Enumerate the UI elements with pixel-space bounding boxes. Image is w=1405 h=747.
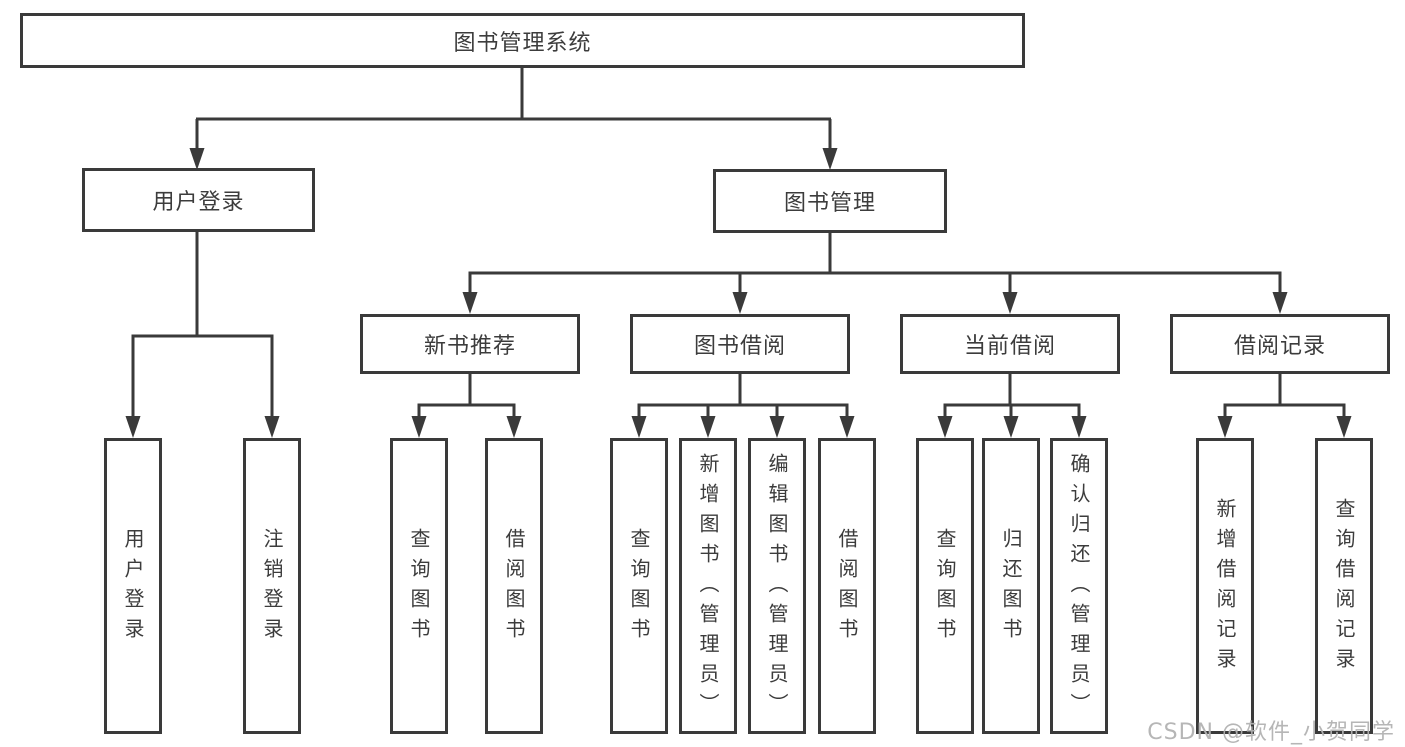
node-current-borrowing: 当前借阅 xyxy=(900,314,1120,374)
node-leaf-query-books-current: 查询图书 xyxy=(916,438,974,734)
node-library-management-system: 图书管理系统 xyxy=(20,13,1025,68)
node-leaf-add-book-admin: 新增图书（管理员） xyxy=(679,438,737,734)
csdn-watermark: CSDN @软件_小贺同学 xyxy=(1147,720,1395,745)
node-leaf-user-login: 用户登录 xyxy=(104,438,162,734)
node-leaf-query-books-borrowing: 查询图书 xyxy=(610,438,668,734)
node-book-borrowing: 图书借阅 xyxy=(630,314,850,374)
node-leaf-return-book: 归还图书 xyxy=(982,438,1040,734)
node-borrowing-records: 借阅记录 xyxy=(1170,314,1390,374)
node-leaf-logout: 注销登录 xyxy=(243,438,301,734)
node-leaf-add-borrow-record: 新增借阅记录 xyxy=(1196,438,1254,734)
node-leaf-query-borrow-record: 查询借阅记录 xyxy=(1315,438,1373,734)
node-new-book-recommendation: 新书推荐 xyxy=(360,314,580,374)
node-leaf-confirm-return-admin: 确认归还（管理员） xyxy=(1050,438,1108,734)
node-book-management-branch: 图书管理 xyxy=(713,169,947,233)
node-user-login-branch: 用户登录 xyxy=(82,168,315,232)
node-leaf-query-books-recommend: 查询图书 xyxy=(390,438,448,734)
node-leaf-borrow-books: 借阅图书 xyxy=(818,438,876,734)
node-leaf-edit-book-admin: 编辑图书（管理员） xyxy=(748,438,806,734)
node-leaf-borrow-books-recommend: 借阅图书 xyxy=(485,438,543,734)
